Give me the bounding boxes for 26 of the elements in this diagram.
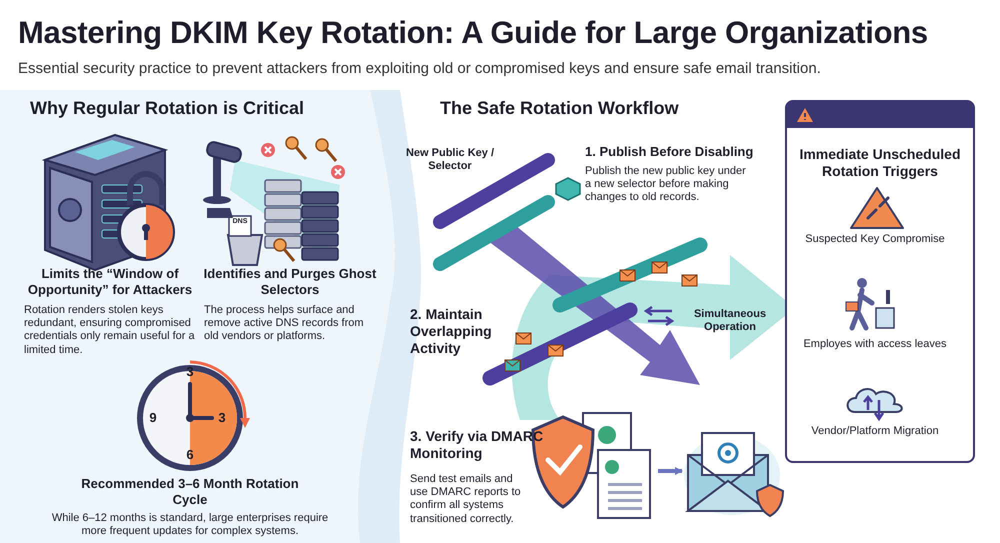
point-description: Rotation renders stolen keys redundant, ensuring compromised credentials only remain useful for a limited time.	[24, 304, 196, 357]
flow-caption: Simultaneous Operation	[692, 308, 768, 334]
trigger-caption: Suspected Key Compromise	[804, 233, 946, 246]
point-heading: Recommended 3–6 Month Rotation Cycle	[80, 476, 300, 508]
clock-numeral: 9	[148, 410, 158, 426]
triggers-panel	[785, 100, 975, 463]
point-heading: Identifies and Purges Ghost Selectors	[202, 266, 378, 298]
step-description: Publish the new public key under a new selector before making changes to old records.	[585, 165, 747, 205]
arrow	[658, 467, 683, 475]
point-heading: Limits the “Window of Opportunity” for Attackers	[26, 266, 194, 298]
main-title: Mastering DKIM Key Rotation: A Guide for Large Organizations	[18, 14, 929, 52]
pipe-caption: New Public Key / Selector	[404, 147, 496, 174]
step-description: Send test emails and use DMARC reports to confirm all systems transitioned correctly.	[410, 473, 522, 526]
step-heading: 2. Maintain Overlapping Activity	[410, 306, 493, 356]
clock-numeral: 3	[185, 364, 195, 380]
section-heading: The Safe Rotation Workflow	[440, 98, 680, 120]
step-heading: 1. Publish Before Disabling	[585, 144, 754, 160]
panel-heading: Immediate Unscheduled Rotation Triggers	[798, 146, 962, 180]
clock-numeral: 6	[185, 447, 195, 463]
subtitle: Essential security practice to prevent attackers from exploiting old or compromised keys and ensure safe email transition.	[18, 60, 822, 78]
point-description: The process helps surface and remove active DNS records from old vendors or platforms.	[204, 304, 365, 344]
point-description: While 6–12 months is standard, large enterprises require more frequent updates for complex systems.	[50, 512, 330, 538]
trigger-caption: Employes with access leaves	[802, 338, 948, 352]
trigger-caption: Vendor/Platform Migration	[810, 425, 940, 438]
section-heading: Why Regular Rotation is Critical	[30, 98, 306, 120]
clock-numeral: 3	[217, 410, 227, 426]
